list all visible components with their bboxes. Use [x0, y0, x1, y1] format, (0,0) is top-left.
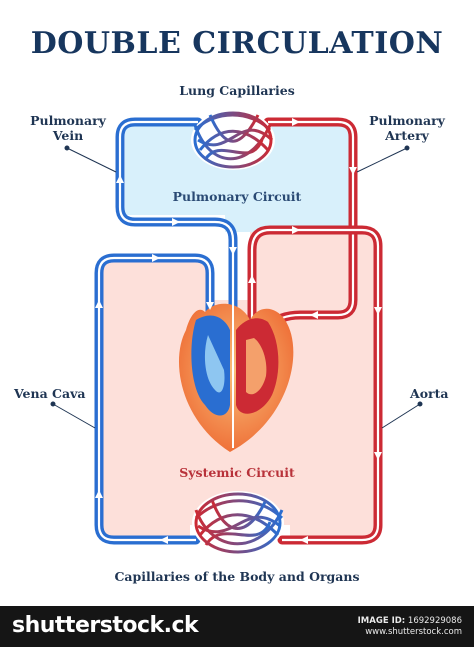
systemic-circuit-label: Systemic Circuit — [179, 465, 295, 480]
flow-arrow-icon — [292, 118, 300, 126]
flow-arrow-icon — [292, 226, 300, 234]
flow-arrow-icon — [374, 307, 382, 315]
pulmonary-vein-label-line2: Vein — [52, 128, 84, 143]
aorta-label: Aorta — [410, 386, 449, 401]
image-meta: IMAGE ID: 1692929086 www.shutterstock.co… — [358, 616, 462, 638]
image-id-label: IMAGE ID: — [357, 616, 406, 626]
body-capillaries-label: Capillaries of the Body and Organs — [114, 569, 360, 584]
flow-arrow-icon — [300, 536, 308, 544]
label-leader-lines — [50, 145, 423, 429]
pulmonary-vein-label-line1: Pulmonary — [30, 113, 106, 128]
flow-arrow-icon — [95, 300, 103, 308]
pulmonary-artery-label: Pulmonary Artery — [357, 113, 457, 143]
heart — [178, 300, 294, 452]
stock-brand-logo: shutterstock.ck — [12, 613, 199, 638]
pulmonary-circuit-area — [125, 122, 350, 310]
lung-capillaries-label: Lung Capillaries — [179, 83, 295, 98]
flow-arrow-icon — [160, 536, 168, 544]
flow-arrow-icon — [172, 218, 180, 226]
pulmonary-circuit-label: Pulmonary Circuit — [172, 189, 302, 204]
pulmonary-artery-label-line2: Artery — [385, 128, 429, 143]
pulmonary-vein-label: Pulmonary Vein — [18, 113, 118, 143]
flow-arrow-icon — [95, 490, 103, 498]
lung-capillaries-network — [191, 110, 275, 170]
flow-arrow-icon — [374, 452, 382, 460]
flow-arrow-icon — [152, 254, 160, 262]
flow-arrow-icon — [116, 175, 124, 183]
flow-arrow-icon — [229, 247, 237, 255]
vena-cava-label: Vena Cava — [14, 386, 86, 401]
body-capillaries-network — [192, 491, 284, 555]
flow-arrow-icon — [349, 167, 357, 175]
image-id: 1692929086 — [407, 616, 462, 626]
stock-site: www.shutterstock.com — [365, 627, 462, 637]
pulmonary-artery-label-line1: Pulmonary — [369, 113, 445, 128]
stock-footer-bar: shutterstock.ck IMAGE ID: 1692929086 www… — [0, 606, 474, 647]
flow-arrow-icon — [310, 311, 318, 319]
flow-arrows — [95, 118, 382, 544]
double-circulation-diagram — [50, 110, 423, 555]
diagram-title: DOUBLE CIRCULATION — [30, 26, 444, 61]
flow-arrow-icon — [248, 275, 256, 283]
flow-arrow-icon — [206, 302, 214, 310]
